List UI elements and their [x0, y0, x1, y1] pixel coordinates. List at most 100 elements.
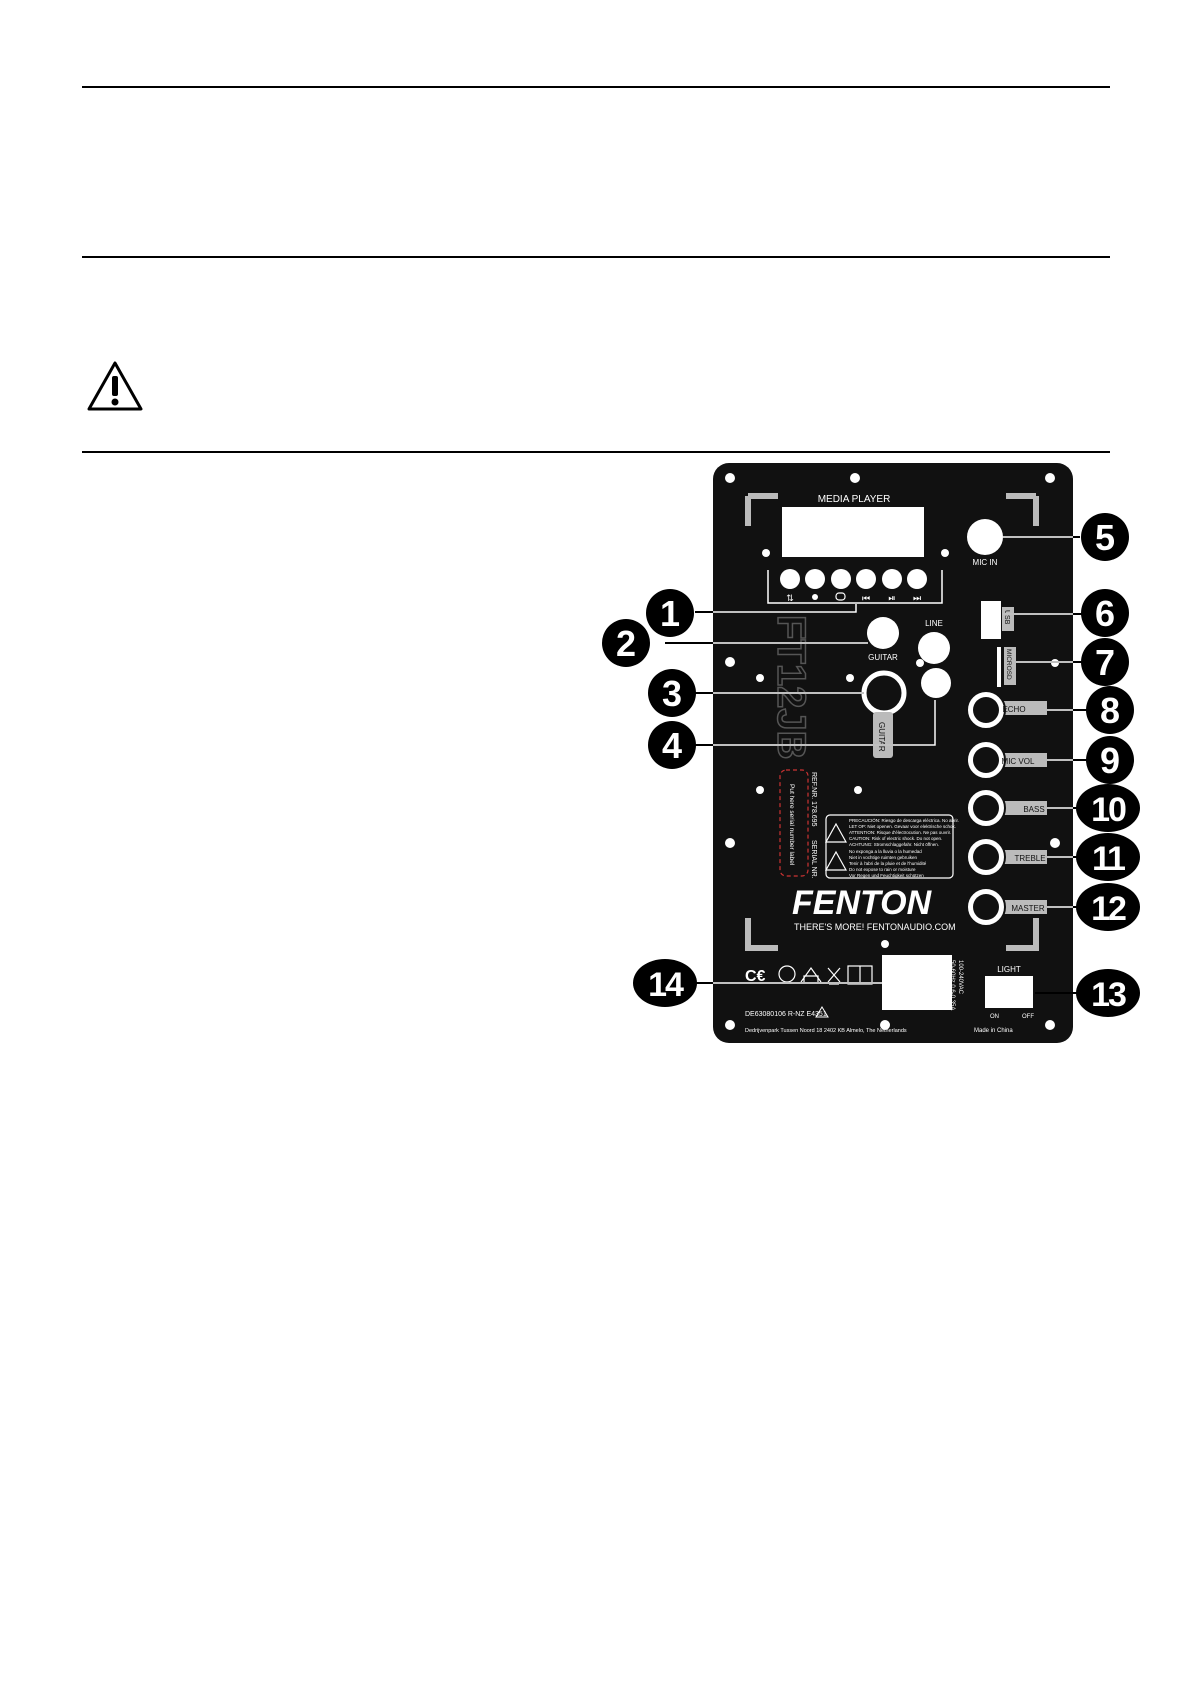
guitar-volume-knob[interactable]: [867, 617, 899, 649]
callout-1: 1: [646, 589, 694, 637]
guitar-jack-label: GUITAR: [877, 722, 886, 752]
svg-text:6: 6: [1095, 593, 1115, 634]
callout-5: 5: [1081, 513, 1129, 561]
play-pause-icon: ⏯: [888, 593, 895, 603]
knob-master[interactable]: MASTER: [966, 887, 1047, 927]
svg-text:4: 4: [662, 725, 682, 766]
callout-11: 11: [1076, 833, 1140, 881]
repeat-icon: ⇅: [786, 593, 794, 603]
power-spec-2: 50-60Hz 0.6-0.35A: [949, 960, 955, 1010]
svg-text:7: 7: [1095, 642, 1115, 683]
media-button-loop[interactable]: [831, 569, 851, 589]
serial-nr: SERIAL NR.: [810, 840, 817, 879]
mic-in-jack[interactable]: [967, 519, 1003, 555]
callout-12: 12: [1076, 883, 1140, 931]
top-rule: [82, 86, 1110, 88]
knob-mic-vol[interactable]: MIC VOL: [966, 740, 1047, 780]
svg-text:MIC VOL: MIC VOL: [1002, 757, 1035, 766]
microsd-label-tab: [1004, 647, 1016, 685]
ce-mark-icon: C€: [745, 968, 766, 985]
svg-text:BASS: BASS: [1023, 805, 1044, 814]
svg-text:5: 5: [1095, 517, 1115, 558]
knob-echo[interactable]: ECHO: [966, 690, 1047, 730]
light-label: LIGHT: [997, 965, 1021, 974]
callouts: 1 2 3 4 5 6 7 8 9 10 11 12 13 14: [602, 513, 1140, 1017]
section-rule: [82, 256, 1110, 258]
svg-text:10: 10: [1091, 791, 1126, 829]
caution-box: [825, 814, 954, 879]
serial-sticker-text: Put here serial number label: [788, 784, 795, 866]
moisture-warning-icon: [824, 850, 848, 871]
model-text: FT12JB: [769, 615, 813, 760]
light-on-label: ON: [990, 1014, 999, 1020]
callout-2: 2: [602, 619, 650, 667]
media-button-next[interactable]: [907, 569, 927, 589]
callout-10: 10: [1076, 784, 1140, 832]
svg-text:Do not expose to rain or moist: Do not expose to rain or moisture: [849, 867, 916, 872]
callout-6: 6: [1081, 589, 1129, 637]
microsd-label: MICROSD: [1005, 649, 1012, 680]
knob-bass[interactable]: BASS: [966, 788, 1047, 828]
guitar-jack[interactable]: [861, 670, 907, 716]
svg-text:Niet in vochtige ruimten gebru: Niet in vochtige ruimten gebruiken: [849, 855, 918, 860]
svg-text:2: 2: [616, 623, 636, 664]
knob-treble[interactable]: TREBLE: [966, 837, 1047, 877]
media-buttons: [780, 569, 927, 589]
brand-tagline: THERE'S MORE! FENTONAUDIO.COM: [794, 922, 956, 932]
svg-text:13: 13: [1091, 976, 1126, 1014]
section-rule-lower: [82, 451, 1110, 453]
microsd-slot[interactable]: [997, 647, 1001, 687]
callout-9: 9: [1086, 736, 1134, 784]
svg-text:Vor Regen und Feuchtigkeit sch: Vor Regen und Feuchtigkeit schützen: [849, 873, 924, 878]
light-off-label: OFF: [1022, 1014, 1034, 1020]
playback-icons: ⇅ ⏮ ⏯ ⏭: [786, 592, 921, 603]
previous-icon: ⏮: [862, 593, 870, 603]
svg-text:ECHO: ECHO: [1002, 705, 1025, 714]
warning-icon: [87, 361, 143, 411]
guitar-knob-label: GUITAR: [868, 653, 898, 662]
rcm-icon: [815, 1006, 829, 1018]
svg-text:TREBLE: TREBLE: [1014, 854, 1045, 863]
rear-panel-diagram: MEDIA PLAYER ⇅ ⏮ ⏯ ⏭ MIC IN FT12JB GUITA…: [602, 463, 1140, 1043]
callout-3: 3: [648, 669, 696, 717]
ref-nr: REF.NR. 178.695: [810, 772, 817, 827]
power-inlet[interactable]: [882, 955, 952, 1010]
svg-text:14: 14: [648, 966, 684, 1004]
svg-text:LET OP: Niet openen. Gevaar vo: LET OP: Niet openen. Gevaar voor elektri…: [849, 824, 956, 829]
screw-holes: [725, 473, 1060, 1030]
svg-text:CAUTION: Risk of electric shoc: CAUTION: Risk of electric shock. Do not …: [849, 836, 942, 841]
svg-text:ATTENTION: Risque d'électrocut: ATTENTION: Risque d'électrocution. Ne pa…: [849, 830, 951, 835]
record-icon: [812, 594, 818, 600]
line-in-right[interactable]: [921, 668, 951, 698]
media-player-label: MEDIA PLAYER: [818, 494, 891, 505]
light-switch[interactable]: [985, 976, 1033, 1008]
media-button-play-pause[interactable]: [882, 569, 902, 589]
callout-14: 14: [633, 959, 697, 1007]
media-button-record[interactable]: [805, 569, 825, 589]
line-in-left[interactable]: [918, 632, 950, 664]
made-in-label: Made in China: [974, 1028, 1013, 1034]
svg-text:1: 1: [660, 593, 680, 634]
callout-8: 8: [1086, 686, 1134, 734]
brand-logo: FENTON: [792, 884, 933, 922]
media-button-previous[interactable]: [856, 569, 876, 589]
svg-text:3: 3: [662, 673, 682, 714]
guitar-jack-tab: [873, 712, 893, 758]
next-icon: ⏭: [913, 593, 921, 603]
svg-text:12: 12: [1091, 890, 1126, 928]
svg-text:PRECAUCIÓN: Riesgo de descarga: PRECAUCIÓN: Riesgo de descarga eléctrica…: [849, 817, 959, 823]
media-button-repeat[interactable]: [780, 569, 800, 589]
svg-text:MASTER: MASTER: [1011, 904, 1045, 913]
usb-label: USB: [1003, 610, 1010, 625]
line-label: LINE: [925, 619, 943, 628]
usb-port[interactable]: [981, 601, 1001, 639]
address-text: Dedrijvenpark Tussen Noord 18 2402 KB Al…: [745, 1028, 907, 1034]
shock-warning-icon: [824, 822, 848, 843]
svg-text:No exponga a la lluvia o la hu: No exponga a la lluvia o la humedad: [849, 849, 922, 854]
svg-text:11: 11: [1092, 840, 1125, 878]
power-spec-1: 100-240VAC: [957, 960, 963, 995]
serial-label-area: [779, 769, 809, 877]
svg-text:ACHTUNG: Stromschlaggefahr. Ni: ACHTUNG: Stromschlaggefahr. Nicht öffnen…: [849, 842, 939, 847]
leader-lines-on-panel: [713, 536, 1073, 984]
svg-text:9: 9: [1100, 740, 1120, 781]
